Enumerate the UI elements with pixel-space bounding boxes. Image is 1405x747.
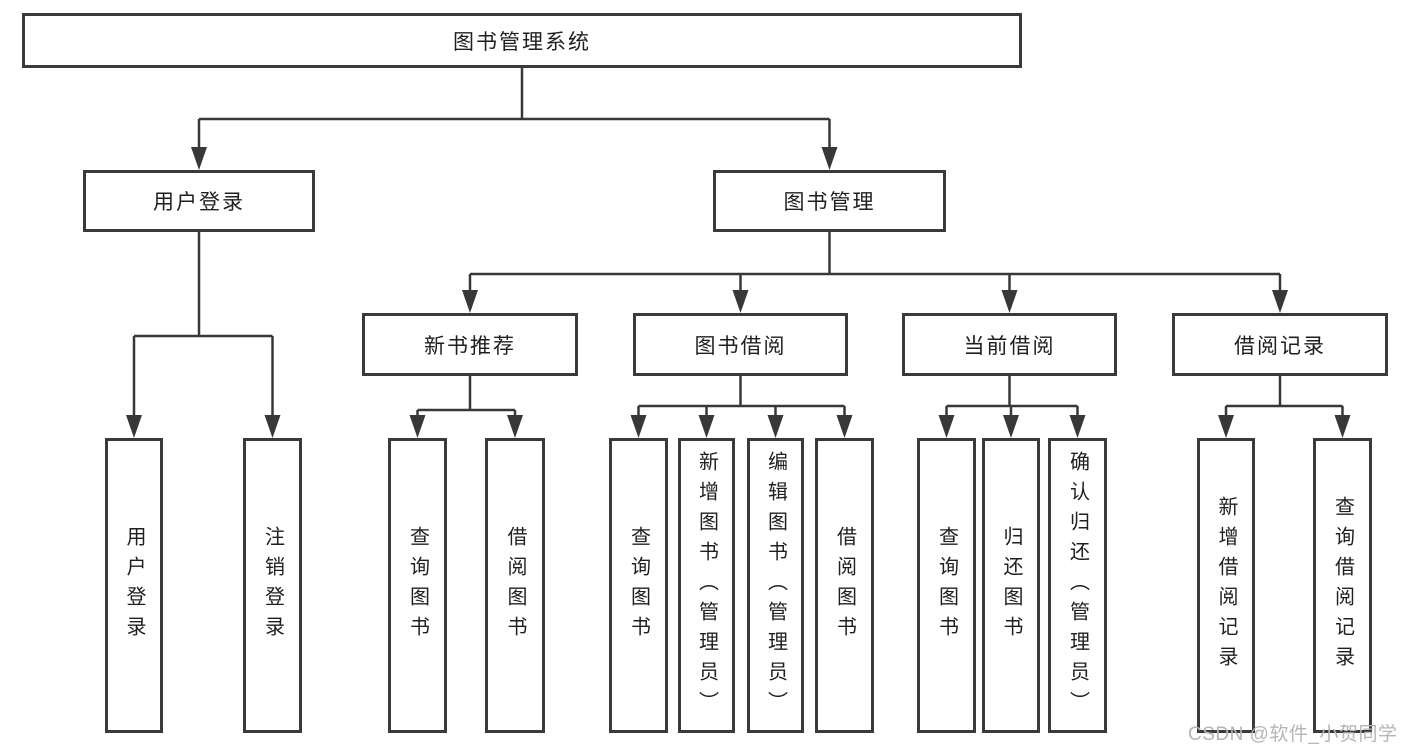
leaf-label: 注销登录 <box>261 525 284 646</box>
watermark: CSDN @软件_小贺同学 <box>1188 724 1398 745</box>
node-current-borrow: 当前借阅 <box>902 313 1117 376</box>
leaf-logout: 注销登录 <box>243 438 302 733</box>
leaf-current-confirm-return-admin: 确认归还（管理员） <box>1048 438 1107 733</box>
node-label: 当前借阅 <box>963 334 1056 358</box>
node-borrow-records: 借阅记录 <box>1172 313 1388 376</box>
leaf-label: 新增借阅记录 <box>1215 495 1237 676</box>
leaf-borrow-edit-books-admin: 编辑图书（管理员） <box>747 438 804 733</box>
leaf-label: 用户登录 <box>123 525 145 646</box>
leaf-label: 编辑图书（管理员） <box>764 450 787 721</box>
node-new-book-recommend: 新书推荐 <box>362 313 578 376</box>
node-label: 新书推荐 <box>424 334 516 358</box>
leaf-label: 借阅图书 <box>504 525 526 646</box>
leaf-newbook-borrow-books: 借阅图书 <box>485 438 545 733</box>
leaf-records-query-borrow-record: 查询借阅记录 <box>1313 438 1372 733</box>
leaf-borrow-borrow-books: 借阅图书 <box>815 438 874 733</box>
node-book-borrow: 图书借阅 <box>633 313 848 376</box>
leaf-label: 查询图书 <box>935 525 958 646</box>
node-book-management: 图书管理 <box>713 170 946 232</box>
leaf-records-add-borrow-record: 新增借阅记录 <box>1197 438 1255 733</box>
leaf-current-return-books: 归还图书 <box>982 438 1040 733</box>
node-label: 图书管理 <box>783 191 876 214</box>
leaf-label: 新增图书（管理员） <box>695 450 718 721</box>
leaf-borrow-query-books: 查询图书 <box>609 438 668 733</box>
node-label: 用户登录 <box>153 191 245 214</box>
leaf-label: 借阅图书 <box>833 525 856 646</box>
node-label: 借阅记录 <box>1234 334 1326 358</box>
node-library-management-system: 图书管理系统 <box>22 13 1022 68</box>
leaf-label: 查询图书 <box>406 525 429 646</box>
leaf-label: 查询图书 <box>627 525 650 646</box>
leaf-newbook-query-books: 查询图书 <box>388 438 447 733</box>
leaf-user-login: 用户登录 <box>105 438 163 733</box>
leaf-label: 确认归还（管理员） <box>1066 450 1089 721</box>
node-label: 图书管理系统 <box>453 30 591 54</box>
leaf-label: 查询借阅记录 <box>1331 495 1354 676</box>
node-label: 图书借阅 <box>694 334 787 358</box>
node-user-login: 用户登录 <box>83 170 315 232</box>
leaf-label: 归还图书 <box>1000 525 1022 646</box>
leaf-current-query-books: 查询图书 <box>917 438 976 733</box>
leaf-borrow-add-books-admin: 新增图书（管理员） <box>678 438 735 733</box>
